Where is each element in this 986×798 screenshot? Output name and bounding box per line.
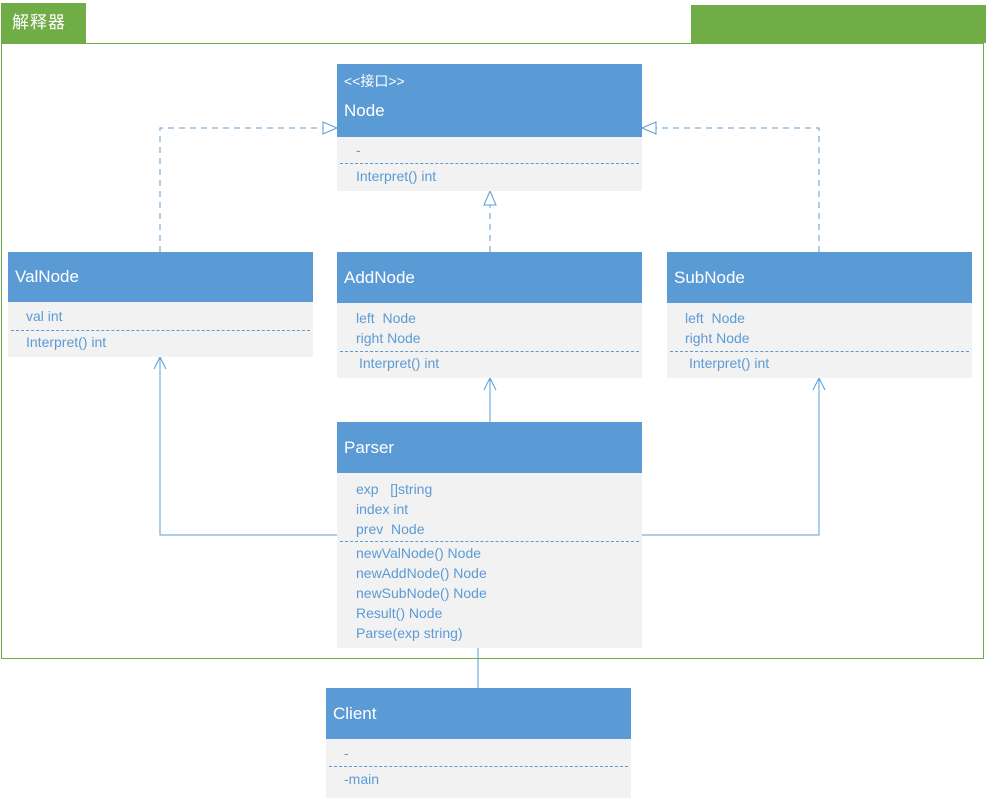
class-addnode-method: Interpret() int [359,355,440,371]
class-client-header: Client [326,688,631,739]
class-parser-field-prev: prev Node [356,521,425,537]
class-parser-body: exp []string index int prev Node newValN… [337,473,642,648]
parser-to-valnode-arrowhead [153,355,167,370]
package-title-tab: 解释器 [1,3,86,43]
valnode-realization-arrowhead [322,121,339,135]
class-parser-field-index: index int [356,501,409,517]
class-valnode-body: val int Interpret() int [8,302,313,357]
class-parser-method-newvalnode: newValNode() Node [356,545,482,561]
class-subnode-name: SubNode [674,268,745,287]
class-client-method: -main [344,771,380,787]
parser-to-addnode-arrowhead [483,376,497,391]
class-parser-method-parse: Parse(exp string) [356,625,463,641]
class-valnode-method: Interpret() int [26,334,107,350]
class-node-field: - [356,142,361,158]
class-addnode-separator [340,351,639,352]
parser-to-subnode-line [642,378,820,536]
subnode-realization-line [652,127,820,252]
class-addnode[interactable]: AddNode left Node right Node Interpret()… [337,252,642,378]
package-tab-decoration [691,5,986,43]
class-parser-header: Parser [337,422,642,473]
parser-to-subnode-arrowhead [812,376,826,391]
class-valnode-header: ValNode [8,252,313,302]
class-node-separator [340,163,639,164]
class-subnode-separator [670,351,969,352]
class-parser[interactable]: Parser exp []string index int prev Node … [337,422,642,648]
package-title: 解释器 [12,13,66,32]
class-valnode-separator [11,330,310,331]
class-parser-method-newsubnode: newSubNode() Node [356,585,487,601]
class-addnode-name: AddNode [344,268,415,287]
class-valnode-field: val int [26,308,63,324]
class-parser-method-result: Result() Node [356,605,443,621]
class-addnode-field-right: right Node [356,330,421,346]
class-parser-method-newaddnode: newAddNode() Node [356,565,487,581]
class-client-body: - -main [326,739,631,798]
class-parser-field-exp: exp []string [356,481,433,497]
class-node-header: <<接口>> Node [337,64,642,137]
class-client-field: - [344,745,349,761]
class-valnode[interactable]: ValNode val int Interpret() int [8,252,313,357]
class-subnode-header: SubNode [667,252,972,303]
class-subnode-field-right: right Node [685,330,750,346]
class-node-name: Node [344,101,385,120]
parser-to-valnode-line [159,357,337,536]
class-subnode-body: left Node right Node Interpret() int [667,303,972,378]
class-client-name: Client [333,704,377,723]
interpreter-package-frame [1,43,984,659]
addnode-realization-arrowhead [483,189,497,206]
class-node-stereotype: <<接口>> [344,73,405,89]
class-client[interactable]: Client - -main [326,688,631,798]
subnode-realization-arrowhead [640,121,657,135]
valnode-realization-line [159,127,326,252]
class-addnode-field-left: left Node [356,310,416,326]
class-node-method: Interpret() int [356,168,437,184]
class-parser-separator [340,541,639,542]
class-node-body: - Interpret() int [337,137,642,191]
class-node[interactable]: <<接口>> Node - Interpret() int [337,64,642,191]
class-subnode-field-left: left Node [685,310,745,326]
class-addnode-header: AddNode [337,252,642,303]
class-parser-name: Parser [344,438,395,457]
class-addnode-body: left Node right Node Interpret() int [337,303,642,378]
class-client-separator [329,766,628,767]
class-subnode-method: Interpret() int [689,355,770,371]
class-valnode-name: ValNode [15,267,79,286]
class-subnode[interactable]: SubNode left Node right Node Interpret()… [667,252,972,378]
